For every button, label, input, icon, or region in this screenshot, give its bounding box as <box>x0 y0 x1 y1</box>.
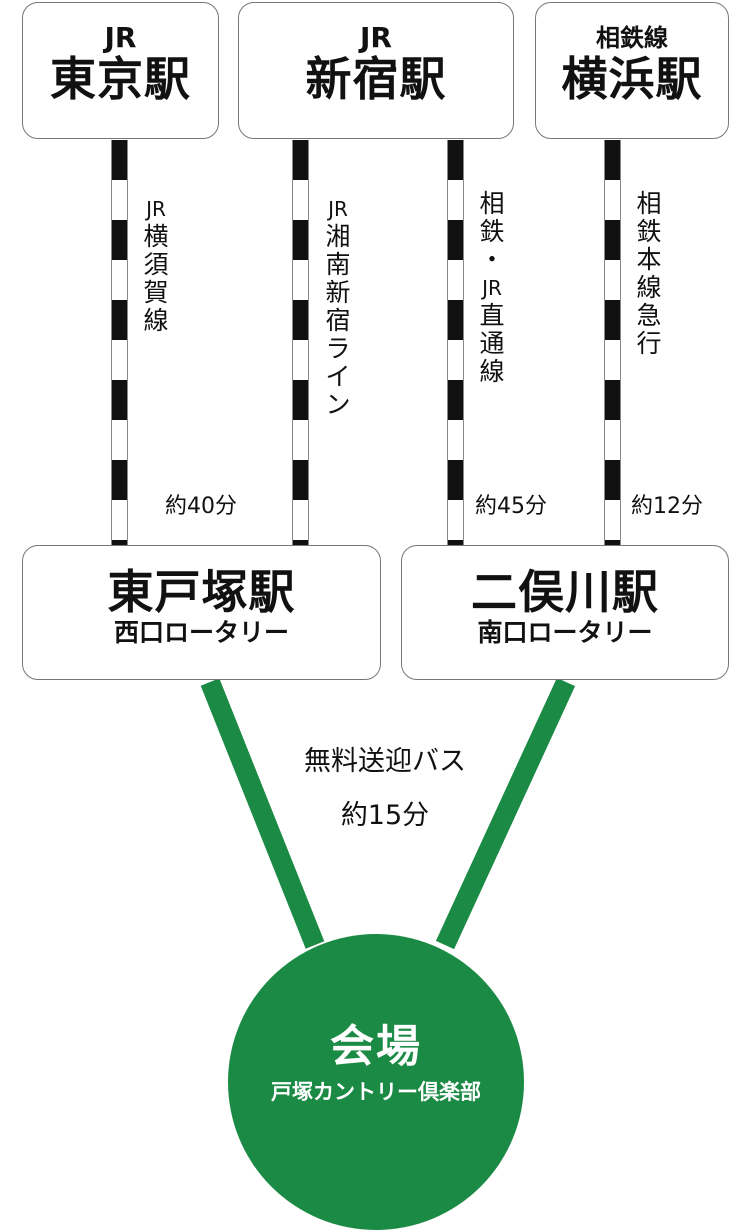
transfer-station-name: 二俣川駅 <box>471 565 659 619</box>
bus-time: 約15分 <box>340 800 430 831</box>
route-name-sotetsu-jr: 相 鉄 ・ JR 直 通 線 <box>474 190 510 386</box>
route-char: JR <box>328 197 348 221</box>
route-char: 相 <box>479 189 505 218</box>
route-char: 通 <box>479 329 505 358</box>
route-name-sotetsu-main: 相 鉄 本 線 急 行 <box>631 190 667 358</box>
rail-sotetsu-main-line <box>604 140 621 545</box>
rail-sotetsu-jr-line <box>447 140 464 545</box>
route-char: 南 <box>325 250 351 279</box>
route-char: 線 <box>479 357 505 386</box>
venue-name: 戸塚カントリー倶楽部 <box>271 1080 481 1104</box>
bus-line-left <box>200 678 325 949</box>
route-char: JR <box>482 276 502 300</box>
line-label-yokohama: 相鉄線 <box>596 24 668 52</box>
origin-tokyo-station: JR 東京駅 <box>22 2 219 139</box>
route-char: 賀 <box>143 278 169 307</box>
route-char: 湘 <box>325 222 351 251</box>
route-char: 急 <box>636 301 662 330</box>
travel-time-sotetsu-jr: 約45分 <box>475 494 547 519</box>
route-name-shonan-shinjuku: JR 湘 南 新 宿 ラ イ ン <box>320 195 356 419</box>
route-char: 横 <box>143 222 169 251</box>
rail-yokosuka-line <box>111 140 128 545</box>
origin-shinjuku-station: JR 新宿駅 <box>238 2 514 139</box>
route-char: 宿 <box>325 306 351 335</box>
transfer-exit-name: 南口ロータリー <box>477 618 653 647</box>
rail-shonan-shinjuku-line <box>292 140 309 545</box>
station-name-shinjuku: 新宿駅 <box>305 52 447 106</box>
route-char: 鉄 <box>636 217 662 246</box>
station-name-tokyo: 東京駅 <box>50 52 191 106</box>
route-name-yokosuka: JR 横 須 賀 線 <box>138 195 174 335</box>
transfer-higashi-totsuka: 東戸塚駅 西口ロータリー <box>22 545 381 680</box>
route-char: 線 <box>636 273 662 302</box>
bus-line-right <box>435 677 576 950</box>
origin-yokohama-station: 相鉄線 横浜駅 <box>535 2 729 139</box>
station-name-yokohama: 横浜駅 <box>561 52 703 106</box>
route-char: JR <box>146 197 166 221</box>
venue-circle: 会場 戸塚カントリー倶楽部 <box>228 934 524 1230</box>
route-char: 本 <box>636 245 662 274</box>
route-char: 相 <box>636 189 662 218</box>
route-char: 行 <box>636 329 662 358</box>
route-char: 須 <box>143 250 169 279</box>
bus-route-lines <box>200 677 576 950</box>
route-char: 直 <box>479 301 505 330</box>
route-char: ン <box>325 390 351 419</box>
transfer-station-name: 東戸塚駅 <box>107 565 296 619</box>
transfer-exit-name: 西口ロータリー <box>113 618 289 647</box>
route-char: ラ <box>325 334 351 363</box>
route-char: 新 <box>325 278 351 307</box>
line-label-shinjuku: JR <box>360 21 392 54</box>
travel-time-yokosuka: 約40分 <box>165 494 237 519</box>
route-char: 線 <box>143 306 169 335</box>
route-char: ・ <box>479 245 505 274</box>
route-char: イ <box>325 362 351 391</box>
travel-time-sotetsu-main: 約12分 <box>631 494 703 519</box>
line-label-tokyo: JR <box>104 21 137 54</box>
transfer-futamatagawa: 二俣川駅 南口ロータリー <box>401 545 729 680</box>
venue-title: 会場 <box>330 1021 422 1072</box>
bus-label: 無料送迎バス <box>304 746 466 777</box>
route-char: 鉄 <box>479 217 505 246</box>
